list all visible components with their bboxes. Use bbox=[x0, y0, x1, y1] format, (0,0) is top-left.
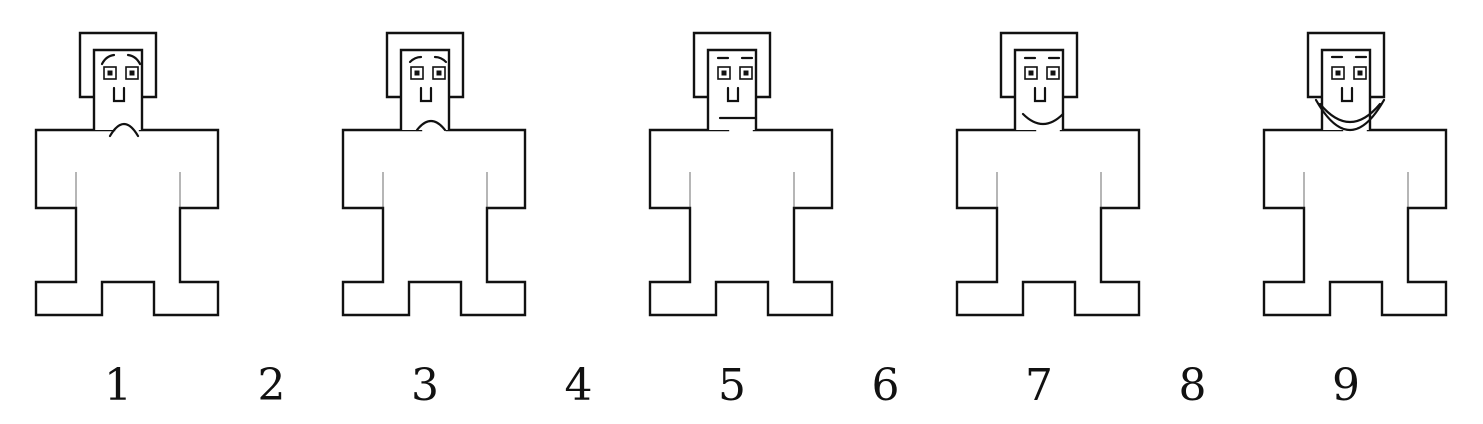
nose bbox=[726, 86, 740, 103]
left-eye-pupil bbox=[107, 70, 113, 76]
scale-label-2: 2 bbox=[258, 360, 286, 411]
nose bbox=[1340, 86, 1354, 103]
manikin-figure-neutral bbox=[648, 31, 834, 317]
mouth-big-grin bbox=[1314, 98, 1386, 131]
nose bbox=[112, 86, 126, 103]
manikin-face-panel bbox=[1013, 48, 1065, 130]
scale-label-6: 6 bbox=[872, 360, 900, 411]
scale-label-5: 5 bbox=[718, 360, 746, 411]
left-brow bbox=[100, 53, 116, 66]
right-eye-pupil bbox=[1357, 70, 1363, 76]
left-eye-pupil bbox=[1028, 70, 1034, 76]
manikin-figure-very-happy bbox=[1262, 31, 1448, 317]
mouth-smile bbox=[1021, 112, 1065, 126]
manikin-face-panel bbox=[399, 48, 451, 130]
right-eye-pupil bbox=[1050, 70, 1056, 76]
scale-label-9: 9 bbox=[1332, 360, 1360, 411]
right-brow bbox=[126, 53, 142, 66]
scale-label-3: 3 bbox=[411, 360, 439, 411]
scale-label-1: 1 bbox=[104, 360, 132, 411]
manikin-figure-sad bbox=[341, 31, 527, 317]
manikin-face-panel bbox=[92, 48, 144, 130]
scale-label-4: 4 bbox=[565, 360, 593, 411]
left-eye-pupil bbox=[414, 70, 420, 76]
left-eye-pupil bbox=[721, 70, 727, 76]
nose bbox=[1033, 86, 1047, 103]
figures-group bbox=[34, 31, 1448, 317]
manikin-figure-very-sad bbox=[34, 31, 220, 317]
mouth-inner-line bbox=[1318, 102, 1382, 124]
left-eye-pupil bbox=[1335, 70, 1341, 76]
right-eye-pupil bbox=[129, 70, 135, 76]
mouth-frown bbox=[415, 119, 447, 132]
mouth-deep-frown bbox=[108, 122, 140, 138]
right-eye-pupil bbox=[743, 70, 749, 76]
nose bbox=[419, 86, 433, 103]
left-brow bbox=[408, 55, 423, 64]
right-brow bbox=[433, 55, 448, 64]
manikin-figure-happy bbox=[955, 31, 1141, 317]
right-eye-pupil bbox=[436, 70, 442, 76]
scale-label-7: 7 bbox=[1025, 360, 1053, 411]
scale-label-8: 8 bbox=[1179, 360, 1207, 411]
scale-labels-group: 1 2 3 4 5 6 7 8 9 bbox=[104, 360, 1360, 411]
